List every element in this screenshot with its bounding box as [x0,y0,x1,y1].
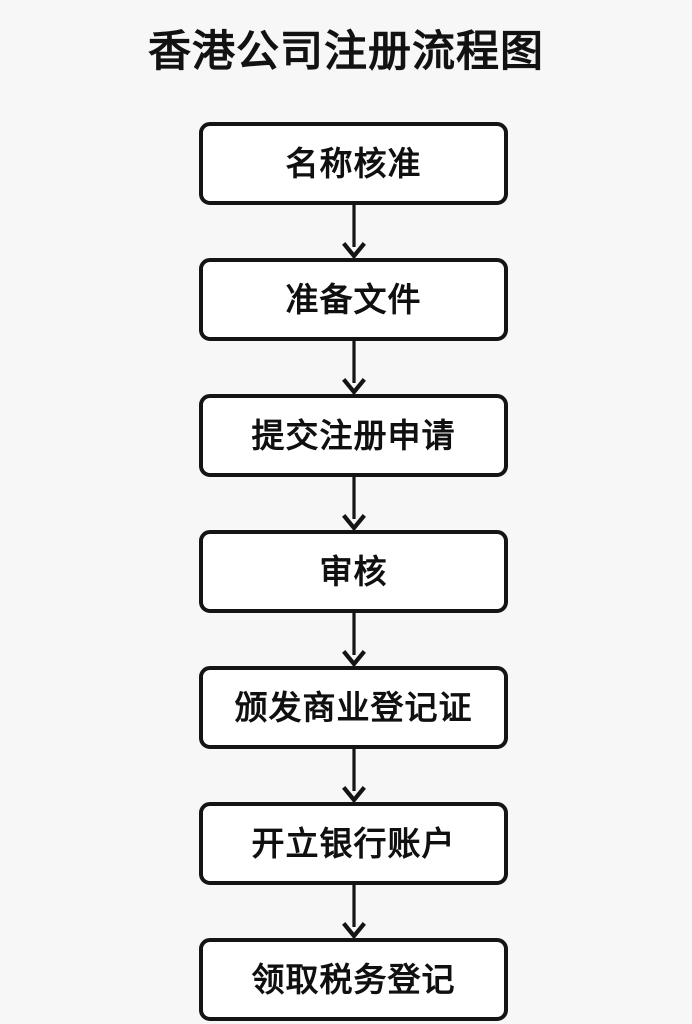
flow-step: 名称核准 [199,122,508,205]
flow-step-column: 名称核准 准备文件 提交注册申请 [199,122,508,1021]
process-box-label: 领取税务登记 [251,959,456,999]
process-box-3[interactable]: 提交注册申请 [199,394,508,477]
flow-step: 颁发商业登记证 [199,666,508,749]
flow-step: 开立银行账户 [199,802,508,885]
page-title: 香港公司注册流程图 [148,27,544,77]
connector-arrow-1-2 [199,205,508,258]
process-box-6[interactable]: 开立银行账户 [199,802,508,885]
connector-arrow-4-5 [199,613,508,666]
process-box-label: 开立银行账户 [251,823,456,863]
flow-step: 准备文件 [199,258,508,341]
process-box-label: 准备文件 [285,279,422,319]
process-box-1[interactable]: 名称核准 [199,122,508,205]
connector-arrow-3-4 [199,477,508,530]
connector-arrow-2-3 [199,341,508,394]
process-box-4[interactable]: 审核 [199,530,508,613]
process-box-label: 颁发商业登记证 [234,687,473,727]
process-box-2[interactable]: 准备文件 [199,258,508,341]
process-box-5[interactable]: 颁发商业登记证 [199,666,508,749]
process-box-label: 提交注册申请 [251,415,456,455]
flow-step: 审核 [199,530,508,613]
connector-arrow-5-6 [199,749,508,802]
connector-arrow-6-7 [199,885,508,938]
flow-step: 领取税务登记 [199,938,508,1021]
process-box-label: 名称核准 [285,143,422,183]
process-box-label: 审核 [319,551,388,591]
process-box-7[interactable]: 领取税务登记 [199,938,508,1021]
flow-step: 提交注册申请 [199,394,508,477]
